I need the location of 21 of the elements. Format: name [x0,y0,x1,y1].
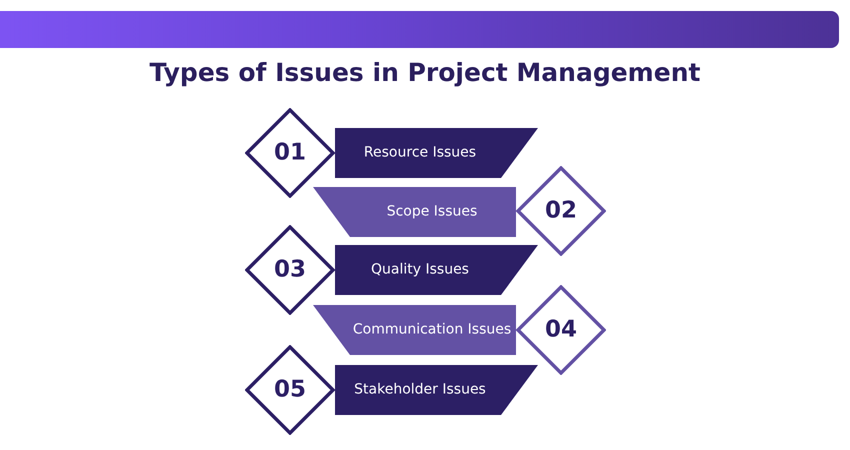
issue-band [313,187,516,237]
issue-label: Stakeholder Issues [354,382,486,398]
title: Types of Issues in Project Management [150,58,700,88]
number-diamond [245,345,335,435]
issue-label: Resource Issues [364,144,476,162]
issue-band [335,128,538,178]
step-number: 01 [274,142,306,164]
issue-band [313,305,516,355]
step-number: 03 [274,258,306,282]
step-number: 02 [545,200,577,222]
issue-label: Scope Issues [386,204,478,220]
step-number: 04 [545,318,577,342]
step-number: 05 [274,378,306,402]
issue-band [335,245,538,295]
issue-band [335,365,538,415]
issue-label: Communication Issues [352,322,512,338]
number-diamond [516,285,606,375]
number-diamond [516,166,606,256]
number-diamond [245,225,335,315]
number-diamond [245,108,335,198]
issue-label: Quality Issues [371,262,469,278]
